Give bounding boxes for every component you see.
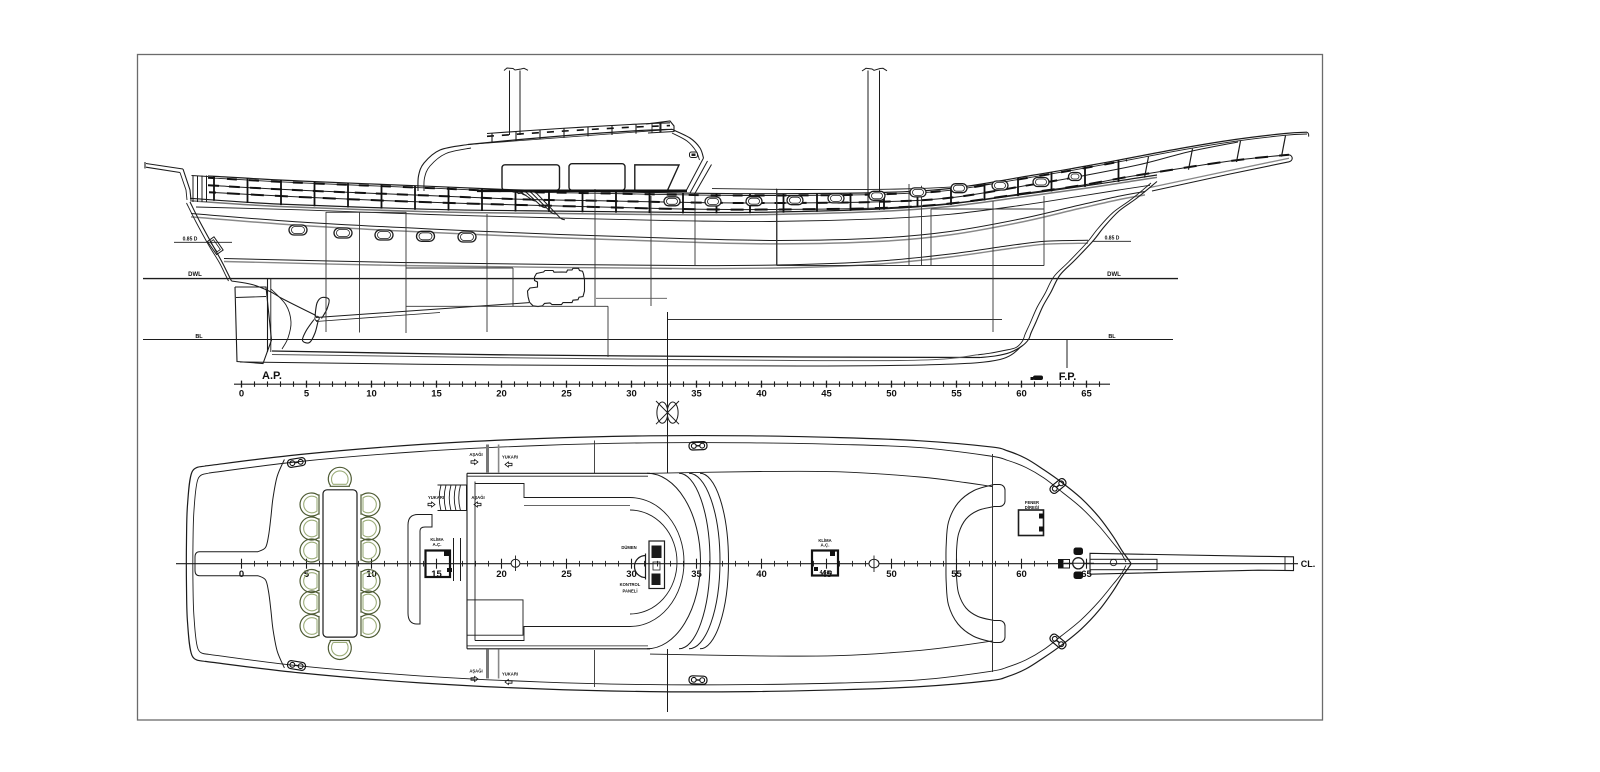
svg-text:25: 25 bbox=[561, 388, 572, 399]
svg-text:40: 40 bbox=[756, 569, 767, 580]
svg-text:A.Ç.: A.Ç. bbox=[821, 543, 830, 548]
svg-text:55: 55 bbox=[951, 388, 962, 399]
svg-text:CL.: CL. bbox=[1301, 559, 1316, 569]
svg-text:35: 35 bbox=[691, 569, 702, 580]
svg-text:30: 30 bbox=[626, 569, 637, 580]
svg-text:4.5 m: 4.5 m bbox=[820, 570, 833, 576]
svg-text:BL: BL bbox=[1108, 334, 1116, 340]
svg-text:0: 0 bbox=[239, 388, 244, 399]
svg-text:50: 50 bbox=[886, 388, 897, 399]
svg-text:30: 30 bbox=[626, 388, 637, 399]
svg-text:A.Ç.: A.Ç. bbox=[433, 542, 442, 547]
svg-text:AŞAĞI: AŞAĞI bbox=[469, 669, 482, 674]
svg-text:20: 20 bbox=[496, 388, 507, 399]
svg-text:65: 65 bbox=[1081, 388, 1092, 399]
svg-text:15: 15 bbox=[431, 569, 442, 580]
svg-text:KONTROL: KONTROL bbox=[620, 582, 641, 587]
svg-text:60: 60 bbox=[1016, 388, 1027, 399]
svg-text:45: 45 bbox=[821, 388, 832, 399]
svg-text:10: 10 bbox=[366, 388, 377, 399]
svg-text:AŞAĞI: AŞAĞI bbox=[469, 452, 482, 457]
svg-text:5: 5 bbox=[304, 388, 310, 399]
svg-text:35: 35 bbox=[691, 388, 702, 399]
svg-text:25: 25 bbox=[561, 569, 572, 580]
svg-text:PANELİ: PANELİ bbox=[622, 589, 637, 594]
svg-text:DÜMEN: DÜMEN bbox=[621, 545, 636, 550]
svg-text:60: 60 bbox=[1016, 569, 1027, 580]
svg-text:50: 50 bbox=[886, 569, 897, 580]
svg-text:YUKARI: YUKARI bbox=[502, 672, 518, 677]
svg-text:KLİMA: KLİMA bbox=[430, 537, 443, 542]
svg-text:65: 65 bbox=[1081, 569, 1092, 580]
svg-text:0.85 D: 0.85 D bbox=[183, 237, 198, 243]
svg-text:AŞAĞI: AŞAĞI bbox=[471, 495, 484, 500]
svg-text:0: 0 bbox=[239, 569, 244, 580]
svg-text:F.P.: F.P. bbox=[1059, 371, 1077, 383]
svg-text:YUKARI: YUKARI bbox=[502, 455, 518, 460]
svg-text:10: 10 bbox=[366, 569, 377, 580]
svg-text:DİREĞİ: DİREĞİ bbox=[1025, 505, 1039, 510]
svg-text:FENER: FENER bbox=[1025, 500, 1039, 505]
svg-text:15: 15 bbox=[431, 388, 442, 399]
svg-text:20: 20 bbox=[496, 569, 507, 580]
svg-text:0.85 D: 0.85 D bbox=[1105, 236, 1120, 242]
svg-text:BL: BL bbox=[195, 334, 203, 340]
svg-text:YUKARI: YUKARI bbox=[428, 495, 444, 500]
svg-text:DWL: DWL bbox=[188, 272, 202, 278]
svg-text:DWL: DWL bbox=[1107, 272, 1121, 278]
svg-text:A.P.: A.P. bbox=[262, 370, 282, 382]
svg-text:40: 40 bbox=[756, 388, 767, 399]
svg-text:KLİMA: KLİMA bbox=[818, 538, 831, 543]
